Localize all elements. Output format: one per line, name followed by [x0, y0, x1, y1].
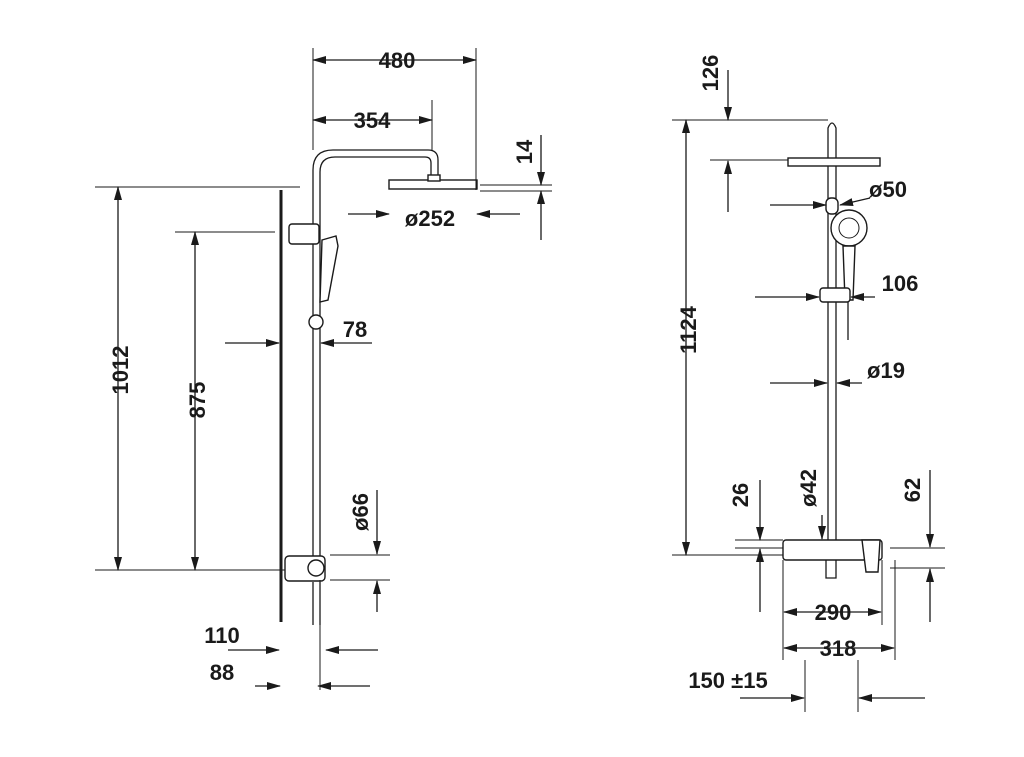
dim-88-label: 88 [210, 660, 234, 685]
extension-lines [95, 48, 552, 690]
riser-pipe [827, 122, 837, 540]
dim-66-label: ø66 [348, 493, 373, 531]
head-joint [427, 174, 441, 182]
dim-875-label: 875 [185, 382, 210, 419]
dim-290-label: 290 [815, 600, 852, 625]
hand-shower-head [830, 209, 868, 247]
rail-knob [308, 314, 324, 330]
dim-78-label: 78 [343, 317, 367, 342]
dim-318-label: 318 [820, 636, 857, 661]
dim-1012-label: 1012 [108, 346, 133, 395]
dim-252-label: ø252 [405, 206, 455, 231]
dim-14-label: 14 [512, 139, 537, 164]
side-view: 480 354 14 ø252 1012 875 78 ø66 110 88 [95, 48, 552, 690]
slider [825, 197, 839, 215]
dim-110-label: 110 [204, 623, 240, 648]
outlet [825, 560, 837, 579]
dim-126-label: 126 [698, 55, 723, 92]
slider [288, 223, 320, 245]
front-view: 126 ø50 106 1124 ø19 26 ø42 62 290 318 1… [672, 55, 945, 712]
dim-19-label: ø19 [867, 358, 905, 383]
mixer-knob [307, 559, 325, 577]
dim-42-label: ø42 [796, 469, 821, 507]
mixer-body [782, 539, 883, 561]
hose [312, 582, 321, 625]
overhead-shower-head [787, 157, 881, 167]
dim-150-label: 150 ±15 [688, 668, 767, 693]
dim-26-label: 26 [728, 483, 753, 507]
dim-106-label: 106 [882, 271, 919, 296]
dim-480-label: 480 [379, 48, 416, 73]
dim-1124-label: 1124 [676, 305, 701, 353]
hand-shower [319, 235, 339, 303]
extension-lines [672, 119, 945, 712]
hand-shower-face [838, 217, 860, 239]
dim-62-label: 62 [900, 478, 925, 502]
holder [819, 287, 851, 303]
mixer-lever [861, 539, 881, 573]
dim-50-label: ø50 [869, 177, 907, 202]
dim-354-label: 354 [354, 108, 391, 133]
